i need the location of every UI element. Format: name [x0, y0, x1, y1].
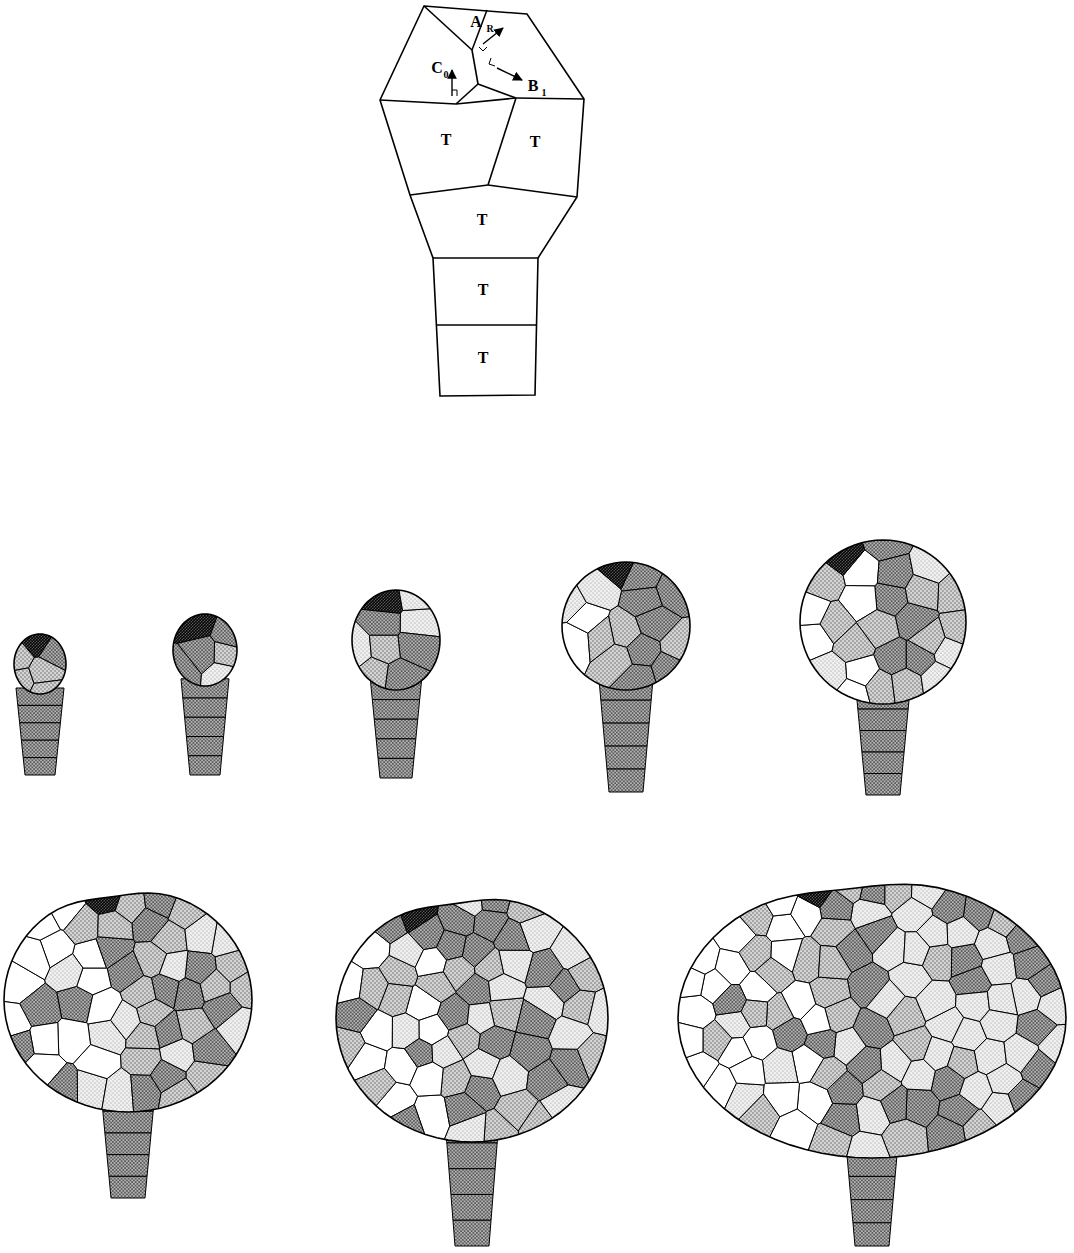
gametophyte-stage — [0, 883, 257, 1198]
gametophyte-stage — [168, 609, 242, 775]
cell-lineage-label: 1 — [542, 88, 547, 98]
cell-label: T — [478, 350, 489, 366]
gametophyte-stage — [795, 535, 971, 795]
cell-label: T — [477, 212, 488, 228]
gametophyte-stage — [673, 873, 1071, 1246]
cell-lineage-label: R — [486, 24, 493, 34]
gametophyte-stage — [557, 557, 695, 792]
gametophyte-stage — [9, 629, 71, 775]
cell-lineage-label: A — [470, 14, 482, 30]
schematic-filament — [380, 6, 584, 396]
gametophyte-stage — [331, 889, 613, 1246]
cell-lineage-label: C — [431, 60, 443, 76]
cell-label: T — [441, 132, 452, 148]
cell-lineage-label: 0 — [444, 70, 449, 80]
cell-label: T — [478, 282, 489, 298]
cell-label: T — [530, 134, 541, 150]
gametophyte-stage — [347, 585, 445, 778]
cell-lineage-label: B — [528, 78, 539, 94]
